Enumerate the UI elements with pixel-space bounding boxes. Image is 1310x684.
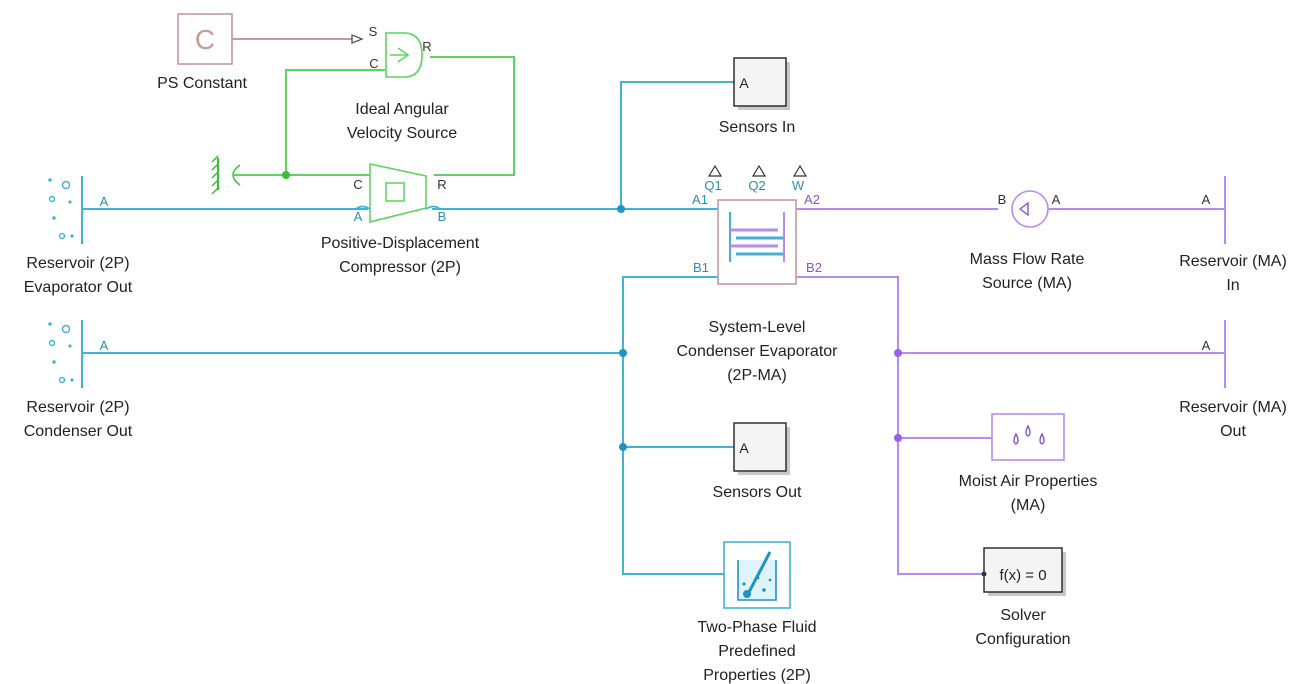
reservoir-cond-label-2: Condenser Out xyxy=(24,423,133,440)
condenser-port-b2: B2 xyxy=(806,260,822,275)
pump-icon xyxy=(1011,190,1049,228)
angular-source-label-1: Ideal Angular xyxy=(355,101,449,118)
reservoir-evap-label-2: Evaporator Out xyxy=(24,279,133,296)
ps-constant-label: PS Constant xyxy=(157,75,247,92)
compressor-block[interactable]: C R A B Positive-Displacement Compressor… xyxy=(321,163,480,276)
mechanical-reference-icon[interactable] xyxy=(211,155,241,195)
condenser-port-a2: A2 xyxy=(804,192,820,207)
reservoir-ma-in-port-a: A xyxy=(1202,192,1211,207)
two-phase-label-2: Predefined xyxy=(718,643,795,660)
reservoir-ma-out-port-a: A xyxy=(1202,338,1211,353)
reservoir-condenser-out-block[interactable]: A Reservoir (2P) Condenser Out xyxy=(24,320,133,440)
constant-symbol: C xyxy=(195,24,215,55)
wire-sensors-in[interactable] xyxy=(620,81,734,209)
two-phase-label-3: Properties (2P) xyxy=(703,667,811,684)
sensors-in-block[interactable]: A Sensors In xyxy=(719,57,795,136)
solver-label-2: Configuration xyxy=(975,631,1070,648)
sensors-out-symbol: A xyxy=(739,440,749,456)
condenser-port-w: W xyxy=(792,178,805,193)
condenser-evaporator-block[interactable]: Q1 Q2 W A1 A2 B1 B2 System-Level Condens… xyxy=(677,164,839,384)
two-phase-connections xyxy=(82,81,734,575)
wire-b2-bus[interactable] xyxy=(796,276,984,575)
source-port-s: S xyxy=(369,24,378,39)
source-port-r: R xyxy=(422,39,431,54)
condenser-label-1: System-Level xyxy=(709,319,806,336)
condenser-signal-ports xyxy=(707,164,808,177)
condenser-port-b1: B1 xyxy=(693,260,709,275)
two-phase-properties-block[interactable]: Two-Phase Fluid Predefined Properties (2… xyxy=(697,541,817,684)
compressor-port-b: B xyxy=(438,209,447,224)
reservoir-ma-out-label-1: Reservoir (MA) xyxy=(1179,399,1287,416)
heat-exchanger-icon xyxy=(729,212,785,262)
reservoir-ma-in-label-1: Reservoir (MA) xyxy=(1179,253,1287,270)
reservoir-ma-in-block[interactable]: A Reservoir (MA) In xyxy=(1179,176,1287,294)
reservoir-ma-out-block[interactable]: A Reservoir (MA) Out xyxy=(1179,320,1287,440)
moist-air-label-2: (MA) xyxy=(1011,497,1046,514)
source-port-c: C xyxy=(369,56,378,71)
compressor-port-c: C xyxy=(353,177,362,192)
sensors-in-symbol: A xyxy=(739,75,749,91)
droplets-icon xyxy=(1013,424,1045,445)
sensors-out-label: Sensors Out xyxy=(713,484,802,501)
mechanical-connections xyxy=(234,56,515,176)
reservoir-evaporator-out-block[interactable]: A Reservoir (2P) Evaporator Out xyxy=(24,176,133,296)
angular-velocity-source-block[interactable]: S C R Ideal Angular Velocity Source xyxy=(347,24,457,142)
reservoir-cond-port-a: A xyxy=(100,338,109,353)
moist-air-connections xyxy=(796,208,1225,575)
solver-symbol: f(x) = 0 xyxy=(999,567,1046,584)
two-phase-label-1: Two-Phase Fluid xyxy=(697,619,816,636)
angular-source-label-2: Velocity Source xyxy=(347,125,457,142)
condenser-label-3: (2P-MA) xyxy=(727,367,787,384)
flow-source-label-2: Source (MA) xyxy=(982,275,1072,292)
reservoir-ma-out-label-2: Out xyxy=(1220,423,1246,440)
solver-configuration-block[interactable]: f(x) = 0 Solver Configuration xyxy=(975,547,1071,648)
compressor-label-1: Positive-Displacement xyxy=(321,235,480,252)
sensors-out-block[interactable]: A Sensors Out xyxy=(713,422,802,501)
mass-flow-rate-source-block[interactable]: B A Mass Flow Rate Source (MA) xyxy=(970,190,1085,292)
compressor-port-a: A xyxy=(354,209,363,224)
flow-source-label-1: Mass Flow Rate xyxy=(970,251,1085,268)
reservoir-bubbles-icon xyxy=(48,322,74,384)
solver-label-1: Solver xyxy=(1000,607,1046,624)
compressor-label-2: Compressor (2P) xyxy=(339,259,461,276)
flow-source-port-a: A xyxy=(1052,192,1061,207)
signal-arrow-icon xyxy=(351,34,364,44)
compressor-inner-icon xyxy=(385,182,405,202)
moist-air-label-1: Moist Air Properties xyxy=(959,473,1098,490)
reservoir-evap-label-1: Reservoir (2P) xyxy=(26,255,129,272)
wire-b1-bus[interactable] xyxy=(622,276,734,575)
reservoir-evap-port-a: A xyxy=(100,194,109,209)
flow-source-port-b: B xyxy=(998,192,1007,207)
wire-source-c[interactable] xyxy=(285,69,385,175)
moist-air-properties-block[interactable]: Moist Air Properties (MA) xyxy=(959,413,1098,514)
compressor-port-r: R xyxy=(437,177,446,192)
sensors-in-label: Sensors In xyxy=(719,119,795,136)
condenser-port-q1: Q1 xyxy=(704,178,721,193)
beaker-thermometer-icon xyxy=(737,551,777,601)
condenser-label-2: Condenser Evaporator xyxy=(677,343,839,360)
condenser-port-q2: Q2 xyxy=(748,178,765,193)
wire-source-r[interactable] xyxy=(430,56,515,176)
reservoir-cond-label-1: Reservoir (2P) xyxy=(26,399,129,416)
reservoir-ma-in-label-2: In xyxy=(1226,277,1239,294)
ps-constant-block[interactable]: C PS Constant xyxy=(157,13,247,92)
reservoir-bubbles-icon xyxy=(48,178,74,240)
junction-dots xyxy=(282,171,902,451)
condenser-port-a1: A1 xyxy=(692,192,708,207)
